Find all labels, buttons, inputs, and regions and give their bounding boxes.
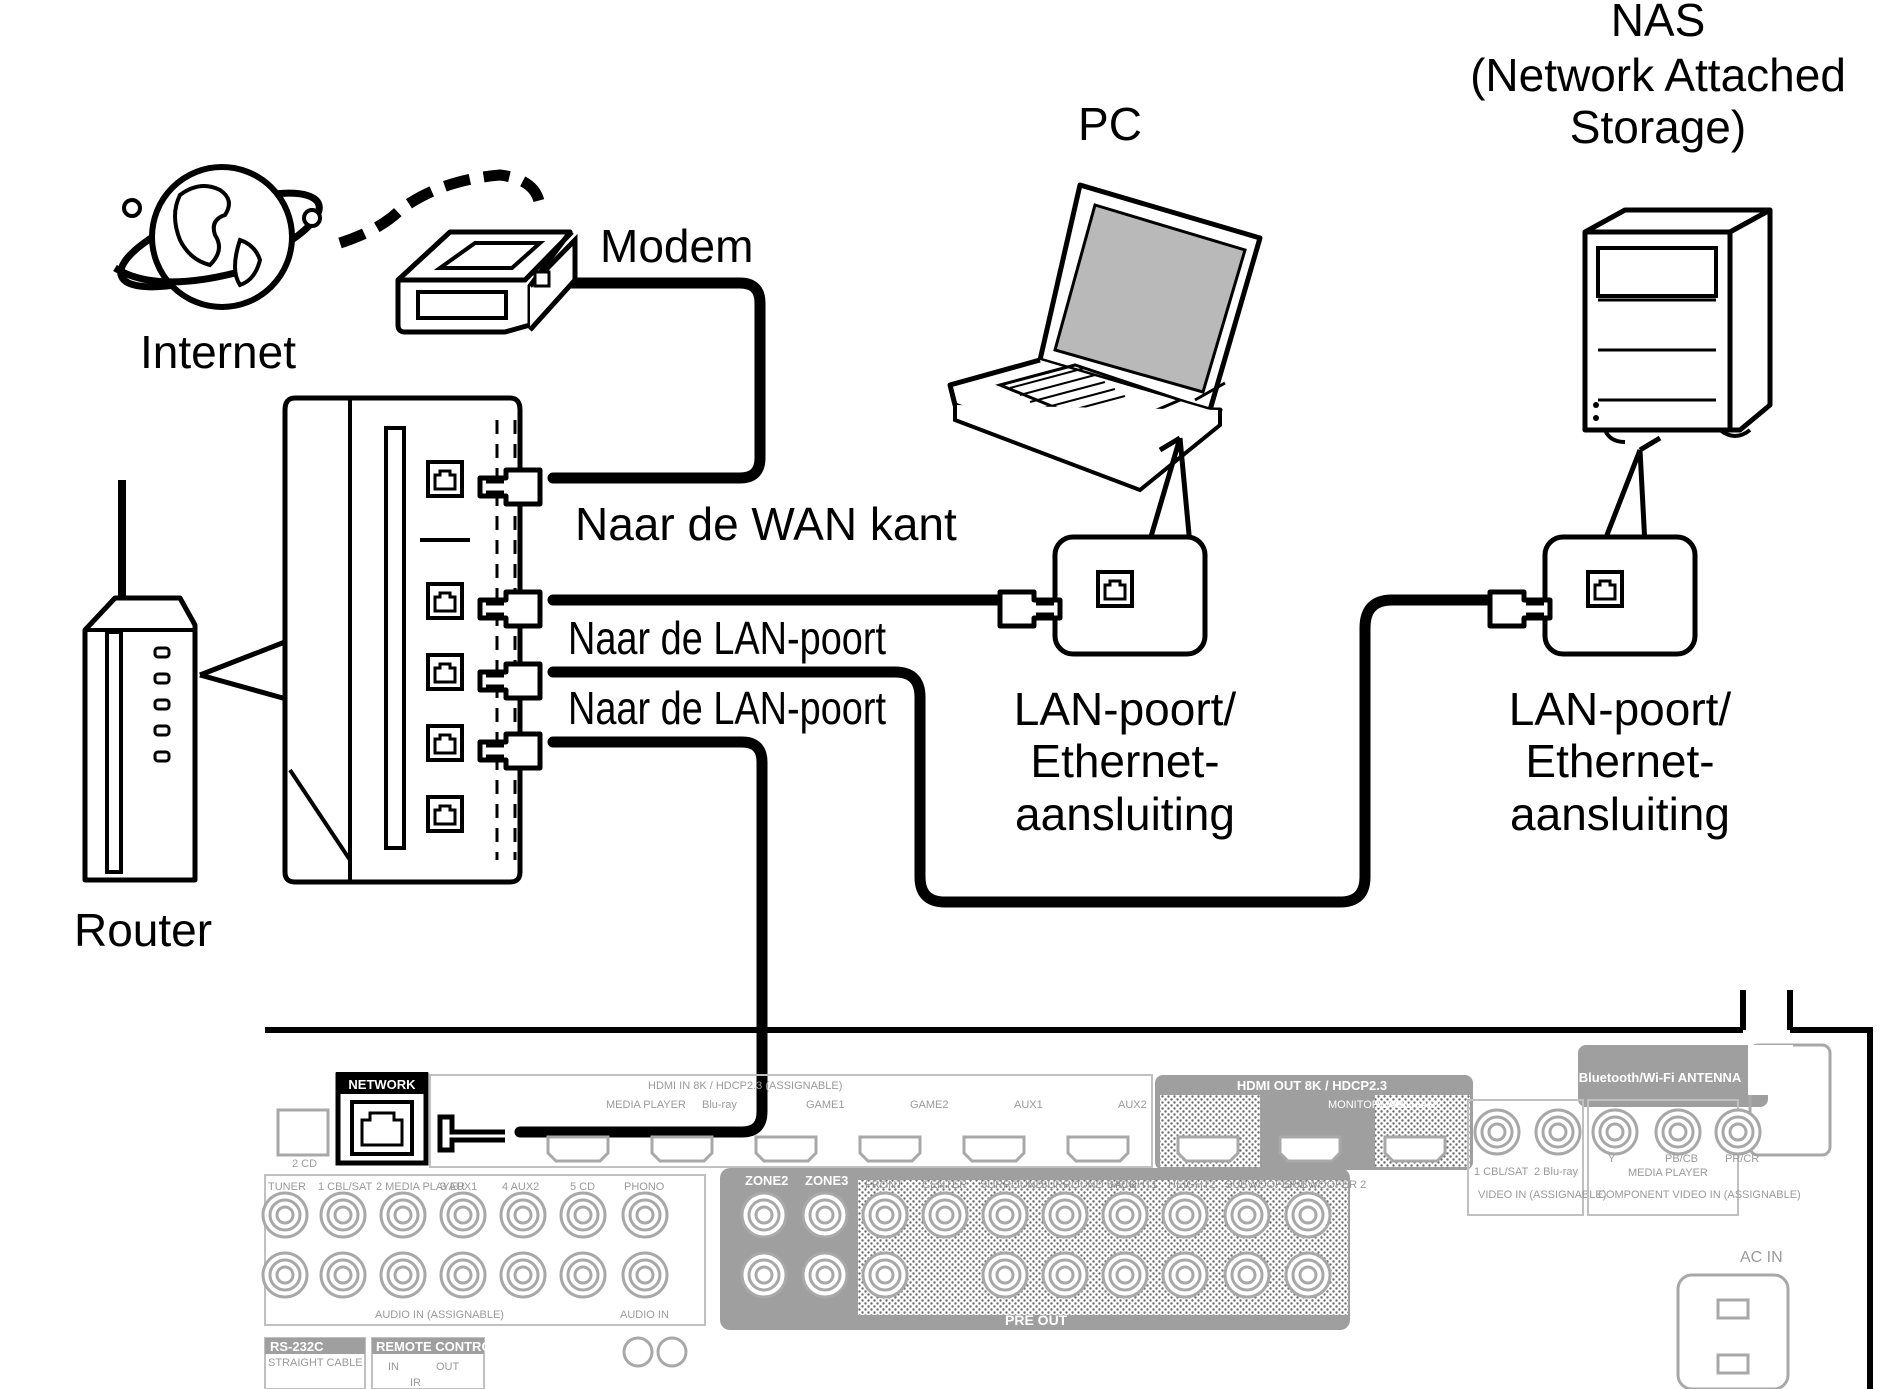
cd-label: 2 CD xyxy=(292,1158,317,1170)
router-icon xyxy=(82,480,291,883)
cables xyxy=(338,169,1501,1138)
tuner-label: TUNER xyxy=(268,1181,306,1193)
modem-label: Modem xyxy=(600,220,753,272)
bt-antenna-label: Bluetooth/Wi-Fi ANTENNA xyxy=(1579,1070,1742,1085)
pc-lan-port-callout xyxy=(1000,534,1208,657)
nas-label-line1: NAS xyxy=(1611,0,1706,46)
hdmi-in-5: AUX1 xyxy=(1014,1099,1043,1111)
hdmi-in-3: GAME1 xyxy=(806,1099,845,1111)
pc-lan-port-icon xyxy=(1096,570,1134,608)
zone2-label: ZONE2 xyxy=(745,1173,788,1188)
remote-out-label: OUT xyxy=(436,1361,460,1373)
nas-port-label-1: LAN-poort/ xyxy=(1509,683,1732,735)
pc-port-label-3: aansluiting xyxy=(1015,788,1235,840)
modem-icon xyxy=(395,229,578,335)
pre-out-3: SURROUND xyxy=(980,1179,1044,1191)
ac-in-label: AC IN xyxy=(1740,1249,1783,1266)
network-label: NETWORK xyxy=(348,1077,416,1092)
hdmi-in-6: AUX2 xyxy=(1118,1099,1147,1111)
hdmi-out-2: MONITOR2 xyxy=(1380,1099,1438,1111)
hdmi-in-4: GAME2 xyxy=(910,1099,949,1111)
audio-in-label: AUDIO IN (ASSIGNABLE) xyxy=(375,1309,504,1321)
hdmi-out-label: HDMI OUT 8K / HDCP2.3 xyxy=(1237,1078,1387,1093)
pre-out-5: HEIGHT1 xyxy=(1110,1179,1158,1191)
lan-port-4-icon xyxy=(426,795,464,833)
router-label: Router xyxy=(74,904,212,956)
pre-out-2: CENTER xyxy=(922,1179,967,1191)
lan-port-3-icon xyxy=(426,724,464,762)
nas-pointer xyxy=(1602,435,1662,546)
pc-plug-icon xyxy=(1000,592,1060,626)
receiver-rear-panel: NETWORK 2 CD HDMI IN 8K / HDCP2.3 (ASSIG… xyxy=(261,990,1873,1389)
nas-lan-port-callout xyxy=(1490,534,1698,657)
remote-control-label: REMOTE CONTROL xyxy=(376,1339,500,1354)
remote-in-label: IN xyxy=(388,1361,399,1373)
lan-port-1-icon xyxy=(426,582,464,620)
hdmi-in-label: HDMI IN 8K / HDCP2.3 (ASSIGNABLE) xyxy=(648,1080,842,1092)
router-port-closeup xyxy=(282,395,540,885)
audio-in-1: 1 CBL/SAT xyxy=(318,1181,372,1193)
audio-in-2: 2 MEDIA PLAYER xyxy=(376,1181,465,1193)
modem-wan-cable xyxy=(529,277,766,484)
pre-out-7: SUBWOOFER 1 xyxy=(1225,1179,1306,1191)
video-in-1: 1 CBL/SAT xyxy=(1474,1166,1528,1178)
hdmi-in-2: Blu-ray xyxy=(702,1099,737,1111)
rs232c-label: RS-232C xyxy=(270,1339,324,1354)
component-pr: PR/CR xyxy=(1725,1153,1759,1165)
lan-port-2-icon xyxy=(426,653,464,691)
nas-icon xyxy=(1582,207,1773,444)
lan-label-1: Naar de LAN-poort xyxy=(568,612,886,664)
pre-out-label: PRE OUT xyxy=(1005,1312,1068,1328)
internet-label: Internet xyxy=(140,326,296,378)
component-pb: PB/CB xyxy=(1665,1153,1698,1165)
laptop-icon xyxy=(947,182,1263,493)
pc-label: PC xyxy=(1078,98,1142,150)
component-video-label: COMPONENT VIDEO IN (ASSIGNABLE) xyxy=(1598,1189,1801,1201)
hdmi-in-1: MEDIA PLAYER xyxy=(606,1099,686,1111)
wireless-link xyxy=(338,169,546,249)
nas-lan-cable xyxy=(547,594,1501,908)
remote-ir-label: IR xyxy=(410,1377,421,1389)
component-y: Y xyxy=(1608,1153,1616,1165)
lan-label-2: Naar de LAN-poort xyxy=(568,682,886,734)
zone3-label: ZONE3 xyxy=(805,1173,848,1188)
audio-in-jacks xyxy=(261,1191,669,1299)
pre-out-1: FRONT xyxy=(865,1179,903,1191)
nas-label-line2: (Network Attached xyxy=(1470,49,1846,101)
pre-out-4: SURROUND BACK xyxy=(1040,1179,1137,1191)
straight-cable-label: STRAIGHT CABLE xyxy=(268,1357,363,1369)
nas-label-line3: Storage) xyxy=(1570,101,1746,153)
audio-in-5: 5 CD xyxy=(570,1181,595,1193)
pc-pointer xyxy=(1147,435,1193,546)
hdmi-in-ports xyxy=(546,1135,1130,1163)
media-player-label: MEDIA PLAYER xyxy=(1628,1167,1708,1179)
nas-plug-icon xyxy=(1490,592,1550,626)
pre-out-8: SUBWOOFER 2 xyxy=(1285,1179,1366,1191)
pre-out-6: HEIGHT2 xyxy=(1168,1179,1216,1191)
phono-label: PHONO xyxy=(624,1181,665,1193)
internet-globe-icon xyxy=(113,164,323,310)
wan-label: Naar de WAN kant xyxy=(575,498,957,550)
phono-audio-label: AUDIO IN xyxy=(620,1309,669,1321)
pc-port-label-2: Ethernet- xyxy=(1030,735,1219,787)
audio-in-4: 4 AUX2 xyxy=(502,1181,539,1193)
hdmi-out-1: MONITOR1 ARC eARC xyxy=(1328,1099,1444,1111)
pc-port-label-1: LAN-poort/ xyxy=(1014,683,1237,735)
video-in-2: 2 Blu-ray xyxy=(1534,1166,1579,1178)
wan-port-icon xyxy=(426,460,464,498)
video-in-label: VIDEO IN (ASSIGNABLE) xyxy=(1478,1189,1606,1201)
audio-in-3: 3 AUX1 xyxy=(440,1181,477,1193)
nas-port-label-3: aansluiting xyxy=(1510,788,1730,840)
receiver-lan-cable xyxy=(514,736,768,1138)
nas-port-label-2: Ethernet- xyxy=(1525,735,1714,787)
nas-lan-port-icon xyxy=(1586,570,1624,608)
